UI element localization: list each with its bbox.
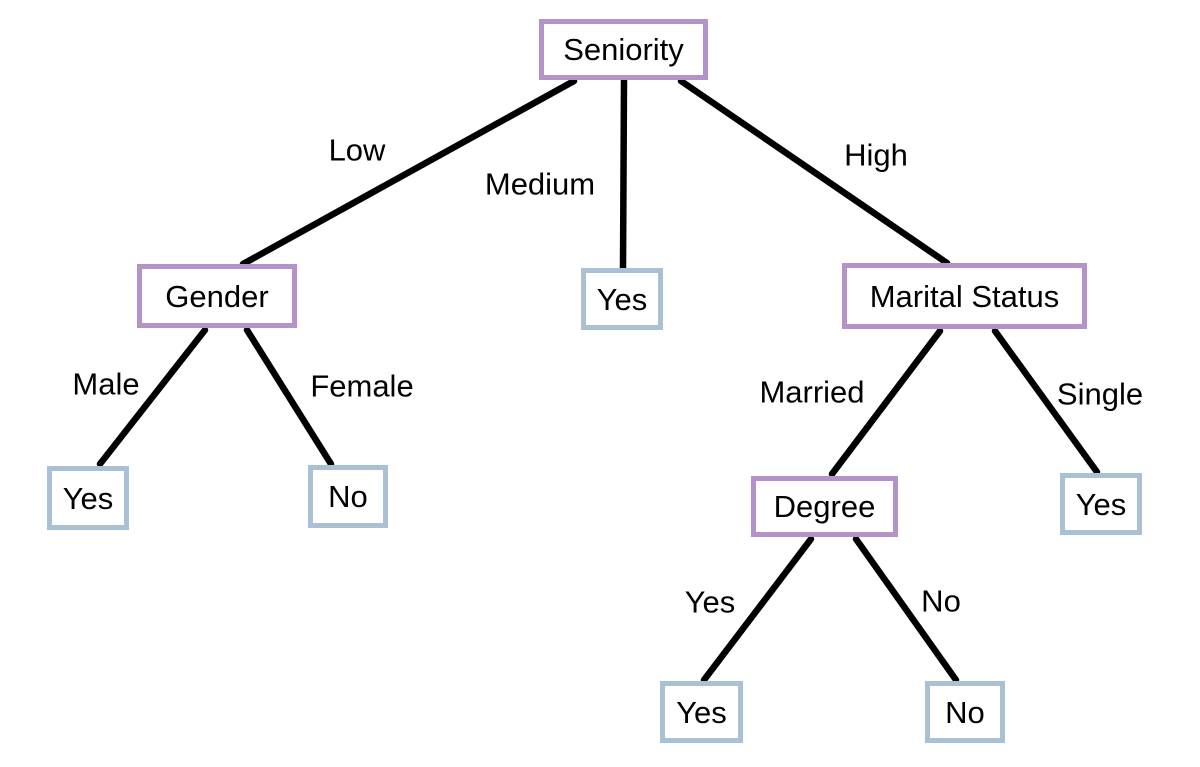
edge-gender-male bbox=[96, 326, 209, 468]
node-female-leaf-no: No bbox=[308, 465, 388, 528]
node-degree: Degree bbox=[751, 476, 898, 537]
edge-label-male: Male bbox=[72, 366, 140, 402]
edge-label-yes: Yes bbox=[684, 584, 736, 620]
edge-seniority-low bbox=[239, 77, 578, 268]
edge-gender-female bbox=[243, 326, 335, 468]
edge-label-low: Low bbox=[328, 132, 386, 168]
node-single-leaf-yes: Yes bbox=[1060, 473, 1142, 535]
node-male-leaf-yes: Yes bbox=[47, 466, 129, 530]
edge-label-medium: Medium bbox=[484, 166, 596, 202]
edge-marital-married bbox=[828, 327, 944, 478]
edge-marital-single bbox=[991, 327, 1101, 476]
node-marital-status: Marital Status bbox=[842, 263, 1087, 329]
node-seniority: Seniority bbox=[539, 19, 708, 80]
edge-label-female: Female bbox=[310, 368, 414, 404]
edge-label-high: High bbox=[844, 137, 908, 173]
node-medium-leaf-yes: Yes bbox=[581, 268, 663, 330]
edge-seniority-high bbox=[677, 77, 951, 267]
edge-label-no: No bbox=[921, 583, 961, 619]
edge-label-single: Single bbox=[1056, 376, 1144, 412]
edge-label-married: Married bbox=[759, 374, 865, 410]
node-degree-no-leaf: No bbox=[925, 681, 1005, 743]
edge-degree-no bbox=[852, 535, 960, 684]
node-degree-yes-leaf: Yes bbox=[660, 681, 743, 743]
edge-seniority-medium bbox=[619, 77, 628, 272]
edge-degree-yes bbox=[700, 535, 815, 684]
node-gender: Gender bbox=[137, 264, 297, 328]
